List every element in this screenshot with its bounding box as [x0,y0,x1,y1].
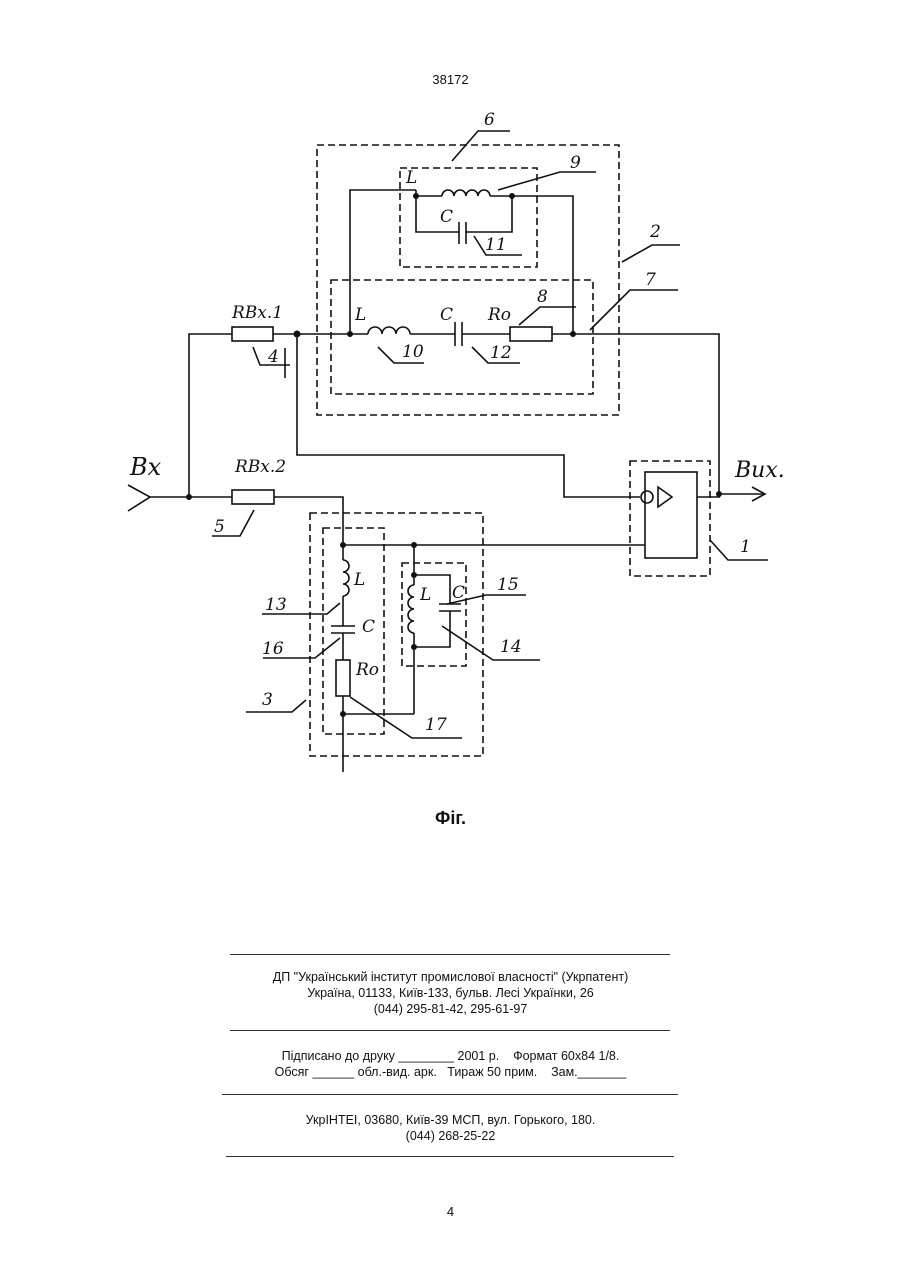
label-15: 15 [497,575,519,595]
label-C-lower: C [362,617,375,637]
label-1: 1 [740,537,751,557]
label-6: 6 [484,110,495,130]
page-footer-number: 4 [0,1204,901,1219]
label-3: 3 [262,690,273,710]
label-C-top: C [440,207,453,227]
divider-1 [230,954,670,955]
block-6-outline [400,168,537,267]
print-line-1: Підписано до друку ________ 2001 р. Форм… [0,1048,901,1064]
label-14: 14 [500,637,522,657]
label-17: 17 [425,715,447,735]
printer-block: УкрІНТЕІ, 03680, Київ-39 МСП, вул. Горьк… [0,1112,901,1144]
circuit-figure: Вх Вих. RВх.1 RВх.2 1 2 3 4 5 6 7 8 9 10… [100,105,800,795]
label-R0-series: Ro [487,305,511,325]
label-16: 16 [262,639,284,659]
inductor-10 [368,327,410,334]
block-14-outline [402,563,466,666]
label-13: 13 [265,595,287,615]
amplifier-1 [645,472,697,558]
amplifier-triangle-icon [658,487,672,507]
figure-caption: Фіг. [0,808,901,829]
label-5: 5 [214,517,225,537]
page-header-number: 38172 [0,72,901,87]
label-10: 10 [402,342,424,362]
block-3-outline [310,513,483,756]
label-7: 7 [645,270,656,290]
printer-line-2: (044) 268-25-22 [0,1128,901,1144]
divider-4 [226,1156,674,1157]
label-12: 12 [490,343,512,363]
label-L-top: L [405,168,417,188]
resistor-r-in1 [232,327,273,341]
label-9: 9 [570,153,581,173]
resistor-r-in2 [232,490,274,504]
print-line-2: Обсяг ______ обл.-вид. арк. Тираж 50 при… [0,1064,901,1080]
publisher-line-2: Україна, 01133, Київ-133, бульв. Лесі Ук… [0,985,901,1001]
label-r-in2: RВх.2 [234,457,286,477]
inductor-13 [343,560,349,596]
label-output: Вих. [734,458,785,483]
publisher-line-3: (044) 295-81-42, 295-61-97 [0,1001,901,1017]
label-4: 4 [267,347,279,367]
label-input: Вх [129,453,162,481]
divider-3 [222,1094,678,1095]
label-L-lower: L [353,570,365,590]
inverting-input-circle [641,491,653,503]
label-L-series: L [354,305,366,325]
label-C-parallel: C [452,583,465,603]
resistor-r0-8 [510,327,552,341]
label-r-in1: RВх.1 [231,303,283,323]
print-block: Підписано до друку ________ 2001 р. Форм… [0,1048,901,1080]
publisher-block: ДП "Український інститут промислової вла… [0,969,901,1017]
label-R0-lower: Ro [355,660,379,680]
publisher-line-1: ДП "Український інститут промислової вла… [0,969,901,985]
resistor-r0-17 [336,660,350,696]
label-L-parallel: L [419,585,431,605]
label-2: 2 [649,222,661,242]
printer-line-1: УкрІНТЕІ, 03680, Київ-39 МСП, вул. Горьк… [0,1112,901,1128]
label-C-series: C [440,305,453,325]
label-8: 8 [537,287,548,307]
input-arrow [128,485,150,511]
inductor-9 [442,190,490,196]
inductor-14 [408,585,414,633]
divider-2 [230,1030,670,1031]
label-11: 11 [485,235,507,255]
